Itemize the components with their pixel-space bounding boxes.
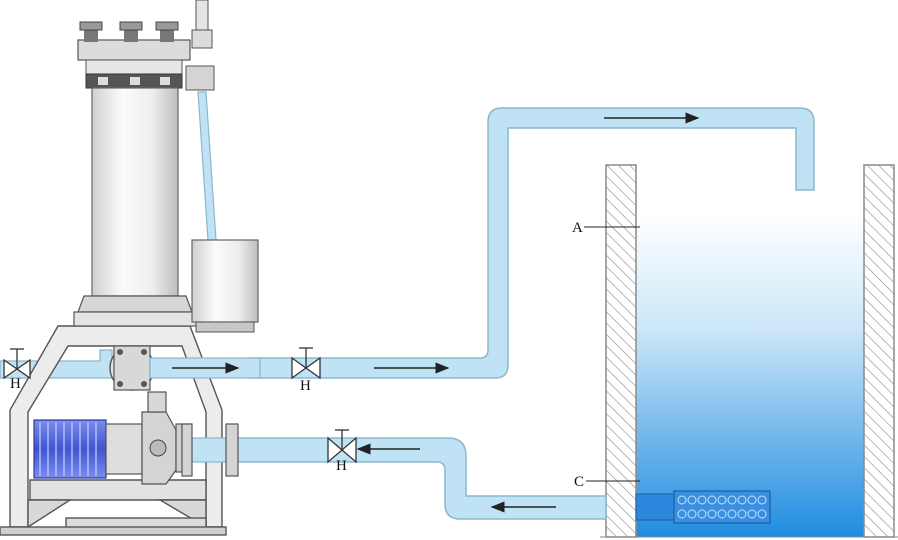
filter-lid <box>77 39 191 61</box>
valve-icon[interactable] <box>3 348 31 380</box>
vent-hose <box>197 91 217 241</box>
vent-assembly <box>185 0 217 241</box>
filter-collar <box>85 59 183 75</box>
valve-label-left: H <box>10 376 21 392</box>
inlet-pipe <box>229 437 607 520</box>
intake-strainer <box>635 490 771 524</box>
pump-cover <box>191 239 259 333</box>
motor-body <box>33 419 107 479</box>
valve-label-middle: H <box>300 378 311 394</box>
valve-label-inlet: H <box>336 458 347 474</box>
tank <box>600 164 898 538</box>
tank-water <box>636 215 864 537</box>
tank-right-wall <box>863 164 895 538</box>
filter-housing-icon <box>73 21 197 327</box>
intake-label: C <box>574 474 584 490</box>
tank-wall-label: A <box>572 220 583 236</box>
filter-body <box>91 87 179 297</box>
valve-icon[interactable] <box>327 429 357 464</box>
motor-icon <box>33 419 143 479</box>
outlet-flange <box>109 345 155 391</box>
intake-pipe-end <box>635 493 675 521</box>
filter-base <box>77 295 193 313</box>
strainer-holes <box>677 495 767 519</box>
valve-icon[interactable] <box>291 347 321 380</box>
return-pipe <box>249 107 815 379</box>
inlet-flange <box>181 423 239 477</box>
